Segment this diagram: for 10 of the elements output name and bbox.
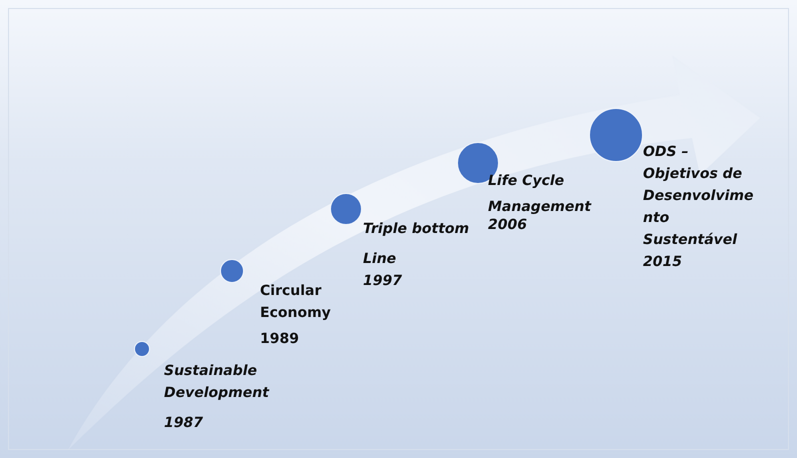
- milestone-label: Sustainable Development: [164, 362, 270, 403]
- year-label: 1987: [164, 414, 204, 433]
- milestone-label: Circular Economy: [260, 282, 332, 323]
- milestone-label: Triple bottom Line: [363, 220, 470, 269]
- year-label: 2006: [488, 216, 528, 235]
- timeline-dot: [134, 341, 150, 357]
- milestone-label: ODS – Objetivos de Desenvolvimento Sustentável 2015: [643, 143, 754, 272]
- year-label: 1997: [363, 272, 403, 291]
- milestone-label: Life Cycle Management: [488, 172, 592, 217]
- year-label: 1989: [260, 330, 300, 349]
